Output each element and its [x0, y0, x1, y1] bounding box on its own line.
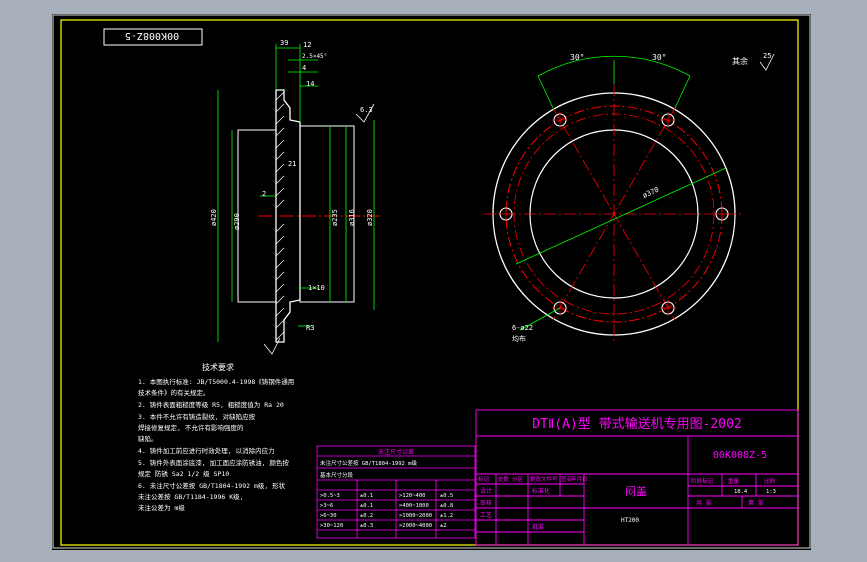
svg-text:标记: 标记	[478, 475, 490, 483]
note-line: 3. 本件不允许有铸造裂纹, 对缺陷应按	[138, 412, 256, 421]
rev-headers: 标记 处数 分区 更改文件号 签名 年月日	[478, 475, 588, 483]
svg-text:基本尺寸分段: 基本尺寸分段	[320, 471, 354, 479]
svg-text:审核: 审核	[480, 499, 492, 507]
roughness-symbol-side	[355, 103, 375, 123]
note-line: 未注公差按 GB/T1184-1996 K级,	[138, 492, 244, 501]
code-box-text: 00K008Z-5	[125, 30, 179, 41]
note-line: 规定 防锈 Sa2 1/2 级 SP10	[138, 469, 229, 478]
svg-text:处数: 处数	[498, 475, 510, 483]
dim-t1: 39	[280, 39, 288, 47]
svg-text:±0.8: ±0.8	[440, 503, 453, 509]
svg-text:工艺: 工艺	[480, 511, 492, 519]
sheet-total: 共 张	[696, 499, 712, 507]
sign-rows: 设计 标准化 审核 工艺 批准	[480, 487, 550, 531]
note-line: 5. 铸件外表面涂底漆, 加工面应涂防锈油, 颜色按	[138, 458, 289, 467]
inner-frame	[60, 19, 799, 546]
inner-boss	[237, 129, 277, 303]
svg-text:>3~6: >3~6	[320, 503, 333, 509]
code-box	[103, 28, 203, 46]
svg-text:±0.1: ±0.1	[360, 493, 373, 499]
roughness-note: 其余	[732, 56, 748, 66]
dim-t2: 12	[303, 41, 311, 49]
dim-inner: 21	[288, 160, 296, 168]
front-view: 30° 30° ø370 6-ø22 均布	[484, 53, 744, 344]
angle-right-label: 30°	[652, 53, 666, 62]
drawing-sheet	[52, 14, 811, 550]
svg-text:>2000~4000: >2000~4000	[399, 523, 432, 529]
sheet-no: 第 张	[748, 499, 764, 507]
dim-d1: ø420	[210, 209, 218, 226]
svg-text:>30~120: >30~120	[320, 523, 343, 529]
material: HT200	[621, 517, 639, 524]
section-view	[237, 89, 380, 343]
svg-text:批准: 批准	[532, 523, 544, 531]
dim-d3: ø235	[331, 209, 339, 226]
svg-text:>400~1000: >400~1000	[399, 503, 429, 509]
dim-d5: ø320	[366, 209, 374, 226]
svg-text:签名: 签名	[561, 475, 572, 483]
angle-left-label: 30°	[570, 53, 584, 62]
weight-label: 重量	[728, 477, 740, 485]
svg-text:>0.5~3: >0.5~3	[320, 493, 340, 499]
svg-text:>1000~2000: >1000~2000	[399, 513, 432, 519]
svg-text:分区: 分区	[512, 475, 524, 483]
note-line: 6. 未注尺寸公差按 GB/T1804-1992 m级, 形状	[138, 481, 286, 490]
dim-t5: 14	[306, 80, 314, 88]
note-line: 2. 铸件表面粗糙度等级 R5, 粗糙度值为 Ra 20	[138, 400, 284, 409]
svg-text:±1.2: ±1.2	[440, 513, 453, 519]
outer-frame	[52, 14, 811, 549]
svg-text:标准化: 标准化	[532, 487, 550, 495]
notes-title: 技术要求	[202, 362, 234, 372]
svg-text:±0.3: ±0.3	[360, 523, 373, 529]
hole-dim: 6-ø22	[512, 324, 533, 332]
note-line: 缺陷。	[138, 434, 158, 443]
note-line: 未注公差为 m级	[138, 503, 185, 512]
dim-rough: 6.3	[360, 106, 373, 114]
svg-text:±2: ±2	[440, 523, 447, 529]
note-line: 1. 本图执行标准: JB/T5000.4-1998《铸钢件通用	[138, 377, 294, 386]
note-line: 焊接修复规定, 不允许有影响强度的	[138, 423, 244, 432]
scale-value: 1:3	[766, 489, 776, 495]
dim-d2: ø290	[233, 213, 241, 230]
tolerance-title: 未注尺寸公差	[378, 448, 414, 456]
angle-dimensions	[515, 55, 727, 331]
part-name: 闷盖	[625, 484, 647, 498]
svg-text:>120~400: >120~400	[399, 493, 426, 499]
svg-text:>6~30: >6~30	[320, 513, 337, 519]
front-centerlines	[484, 84, 744, 344]
svg-text:±0.1: ±0.1	[360, 503, 373, 509]
scale-label: 比例	[764, 477, 776, 485]
svg-text:未注尺寸公差按 GB/T1804-1992 m级: 未注尺寸公差按 GB/T1804-1992 m级	[320, 459, 417, 467]
dim-chamfer: 1×10	[308, 284, 325, 292]
hole-centers	[498, 112, 730, 316]
tolerance-cells: 未注尺寸公差按 GB/T1804-1992 m级 基本尺寸分段 >0.5~3 ±…	[320, 459, 453, 529]
dim-d4: ø316	[348, 209, 356, 226]
note-line: 4. 铸件加工前应进行时效处理, 以消除内应力	[138, 446, 275, 455]
dim-radius: R3	[306, 324, 314, 332]
hole-note: 均布	[512, 334, 526, 343]
dim-t3: 2.5×45°	[302, 53, 327, 60]
outer-boss	[299, 125, 355, 303]
title-block	[475, 409, 799, 546]
project-title: DTⅡ(A)型 带式输送机专用图-2002	[532, 416, 742, 432]
roughness-symbol-bottom	[263, 337, 281, 355]
dim-small: 2	[262, 190, 266, 198]
svg-text:年月日: 年月日	[571, 475, 588, 483]
notes-lines: 1. 本图执行标准: JB/T5000.4-1998《铸钢件通用 技术条件》的有…	[138, 377, 294, 512]
tolerance-table	[316, 445, 476, 539]
weight-value: 18.4	[734, 489, 748, 495]
stage-label: 阶段标记	[691, 477, 714, 485]
svg-text:设计: 设计	[480, 487, 492, 495]
note-line: 技术条件》的有关规定。	[138, 388, 210, 397]
svg-text:更改文件号: 更改文件号	[530, 475, 558, 483]
drawing-number: 00K008Z-5	[713, 450, 767, 461]
svg-text:±0.5: ±0.5	[440, 493, 453, 499]
roughness-value: 25	[763, 52, 771, 60]
section-hatching	[275, 91, 285, 341]
roughness-symbol-note	[759, 53, 775, 71]
dim-t4: 4	[302, 64, 306, 72]
section-dimensions	[217, 44, 375, 342]
svg-text:±0.2: ±0.2	[360, 513, 373, 519]
